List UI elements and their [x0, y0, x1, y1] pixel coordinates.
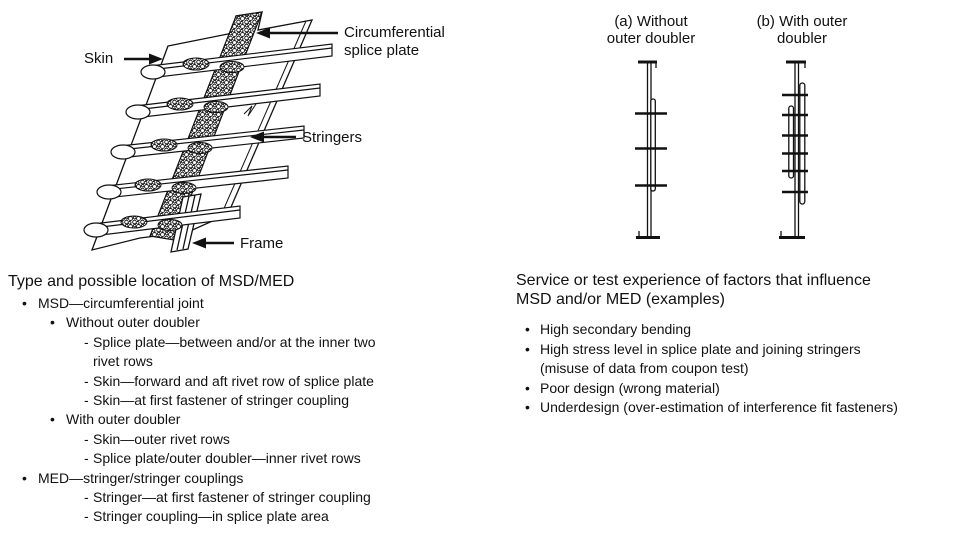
list-item: -Skin—outer rivet rows: [0, 430, 480, 449]
list-item: -Skin—forward and aft rivet row of splic…: [0, 372, 480, 391]
skin-label: Skin: [84, 50, 114, 67]
list-marker: -: [84, 372, 89, 389]
list-item-text: MSD—circumferential joint: [38, 295, 204, 311]
right-section-heading: Service or test experience of factors th…: [516, 272, 871, 308]
list-item-text: Skin—forward and aft rivet row of splice…: [93, 372, 374, 389]
stringers-label: Stringers: [302, 129, 363, 146]
list-item: (misuse of data from coupon test): [516, 359, 966, 379]
list-item: -Stringer—at first fastener of stringer …: [0, 488, 480, 507]
skin-arrow: [124, 53, 163, 65]
list-item-text: With outer doubler: [66, 411, 181, 428]
list-item-text: rivet rows: [93, 353, 153, 370]
list-marker: •: [22, 469, 27, 486]
list-item-text: High stress level in splice plate and jo…: [540, 340, 861, 357]
cross-section-a: [635, 60, 667, 239]
list-item: -Splice plate/outer doubler—inner rivet …: [0, 449, 480, 468]
list-marker: -: [84, 508, 89, 525]
list-item-text: Poor design (wrong material): [540, 379, 720, 396]
list-marker: •: [525, 340, 530, 357]
influence-factors-list: • High secondary bending • High stress lev…: [516, 320, 966, 418]
list-item-text: Stringer—at first fastener of stringer c…: [93, 489, 371, 506]
list-item: • With outer doubler: [0, 410, 480, 429]
list-item-text: Without outer doubler: [66, 314, 200, 331]
cross-section-a-caption: (a) Without outer doubler: [606, 13, 696, 47]
list-item: • MSD—circumferential joint: [0, 294, 480, 313]
list-marker: -: [84, 333, 89, 350]
list-item: • High stress level in splice plate and j…: [516, 340, 966, 360]
cross-section-b: [779, 60, 808, 239]
msd-location-list: • MSD—circumferential joint • Without oute…: [0, 294, 480, 527]
list-item: -Stringer coupling—in splice plate area: [0, 507, 480, 526]
list-item-text: Skin—at first fastener of stringer coupl…: [93, 392, 350, 409]
list-item: -Splice plate—between and/or at the inne…: [0, 333, 480, 352]
list-marker: •: [22, 295, 27, 311]
rivet-clusters: [120, 57, 245, 231]
list-item-text: Splice plate—between and/or at the inner…: [93, 333, 376, 350]
left-section-heading: Type and possible location of MSD/MED: [8, 273, 295, 290]
frame-arrow: [192, 237, 234, 249]
list-item-text: MED—stringer/stringer couplings: [38, 469, 244, 486]
list-item: -Skin—at first fastener of stringer coup…: [0, 391, 480, 410]
list-item-text: Skin—outer rivet rows: [93, 430, 230, 447]
list-marker: •: [525, 399, 530, 416]
cross-section-diagrams: [635, 60, 808, 239]
list-item: rivet rows: [0, 352, 480, 371]
fuselage-joint-diagram: [83, 11, 338, 253]
list-marker: -: [84, 392, 89, 409]
frame-label: Frame: [240, 235, 284, 252]
list-item-text: Stringer coupling—in splice plate area: [93, 508, 329, 525]
stringers-arrow: [250, 131, 296, 143]
splice-plate-label: Circumferential splice plate: [344, 24, 445, 59]
list-marker: •: [525, 321, 530, 337]
list-marker: •: [50, 411, 55, 428]
list-item-text: (misuse of data from coupon test): [540, 360, 749, 377]
list-marker: •: [525, 379, 530, 396]
list-marker: -: [84, 430, 89, 447]
list-item: • Without outer doubler: [0, 313, 480, 332]
list-item: • MED—stringer/stringer couplings: [0, 469, 480, 488]
list-item-text: Splice plate/outer doubler—inner rivet r…: [93, 450, 361, 467]
list-marker: -: [84, 450, 89, 467]
list-item: • High secondary bending: [516, 320, 966, 340]
list-marker: -: [84, 489, 89, 506]
cross-section-b-caption: (b) With outer doubler: [756, 13, 848, 47]
list-item-text: High secondary bending: [540, 321, 691, 337]
list-item: • Poor design (wrong material): [516, 379, 966, 399]
splice-plate-arrow: [256, 27, 338, 39]
list-item-text: Underdesign (over-estimation of interfer…: [540, 399, 898, 416]
list-item: • Underdesign (over-estimation of interfe…: [516, 398, 966, 418]
list-marker: •: [50, 314, 55, 331]
